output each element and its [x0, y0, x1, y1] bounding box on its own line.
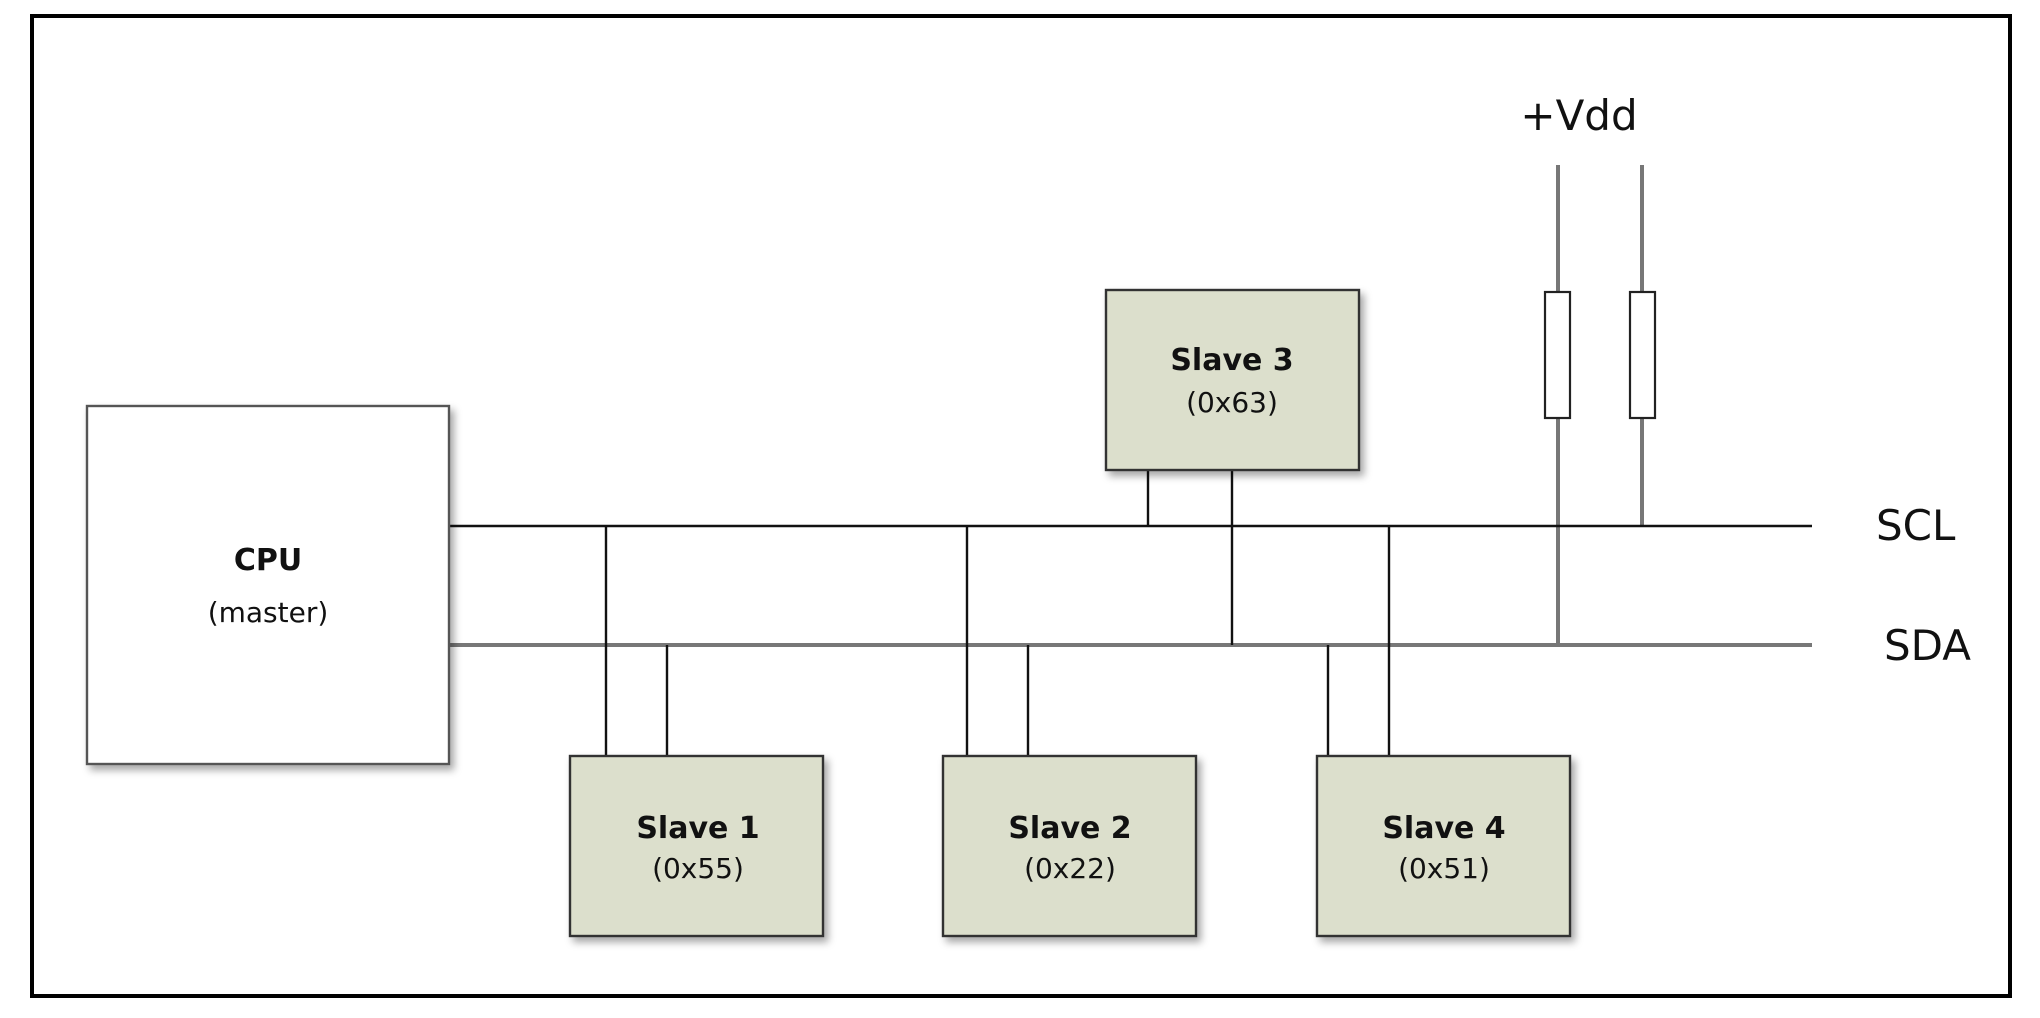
slave-2-name: Slave 2 — [1008, 811, 1131, 846]
slave-2-block: Slave 2 (0x22) — [941, 754, 1198, 938]
slave-4-name: Slave 4 — [1382, 811, 1505, 846]
slave-2-address: (0x22) — [1024, 852, 1116, 885]
slave-3-block: Slave 3 (0x63) — [1104, 288, 1361, 472]
cpu-role: (master) — [208, 596, 329, 629]
slave-3-name: Slave 3 — [1170, 343, 1293, 378]
slave-1-address: (0x55) — [652, 852, 744, 885]
supply-label: +Vdd — [1520, 91, 1637, 140]
slave-1-block: Slave 1 (0x55) — [568, 754, 825, 938]
pullup-resistor-scl — [1628, 290, 1657, 420]
diagram-frame — [30, 14, 2012, 998]
pullup-resistor-sda — [1543, 290, 1572, 420]
cpu-block: CPU (master) — [85, 404, 451, 766]
slave-4-address: (0x51) — [1398, 852, 1490, 885]
slave-3-address: (0x63) — [1186, 386, 1278, 419]
slave-1-name: Slave 1 — [636, 811, 759, 846]
sda-label: SDA — [1884, 621, 1971, 670]
slave-4-block: Slave 4 (0x51) — [1315, 754, 1572, 938]
scl-label: SCL — [1876, 501, 1956, 550]
cpu-name: CPU — [234, 543, 302, 578]
